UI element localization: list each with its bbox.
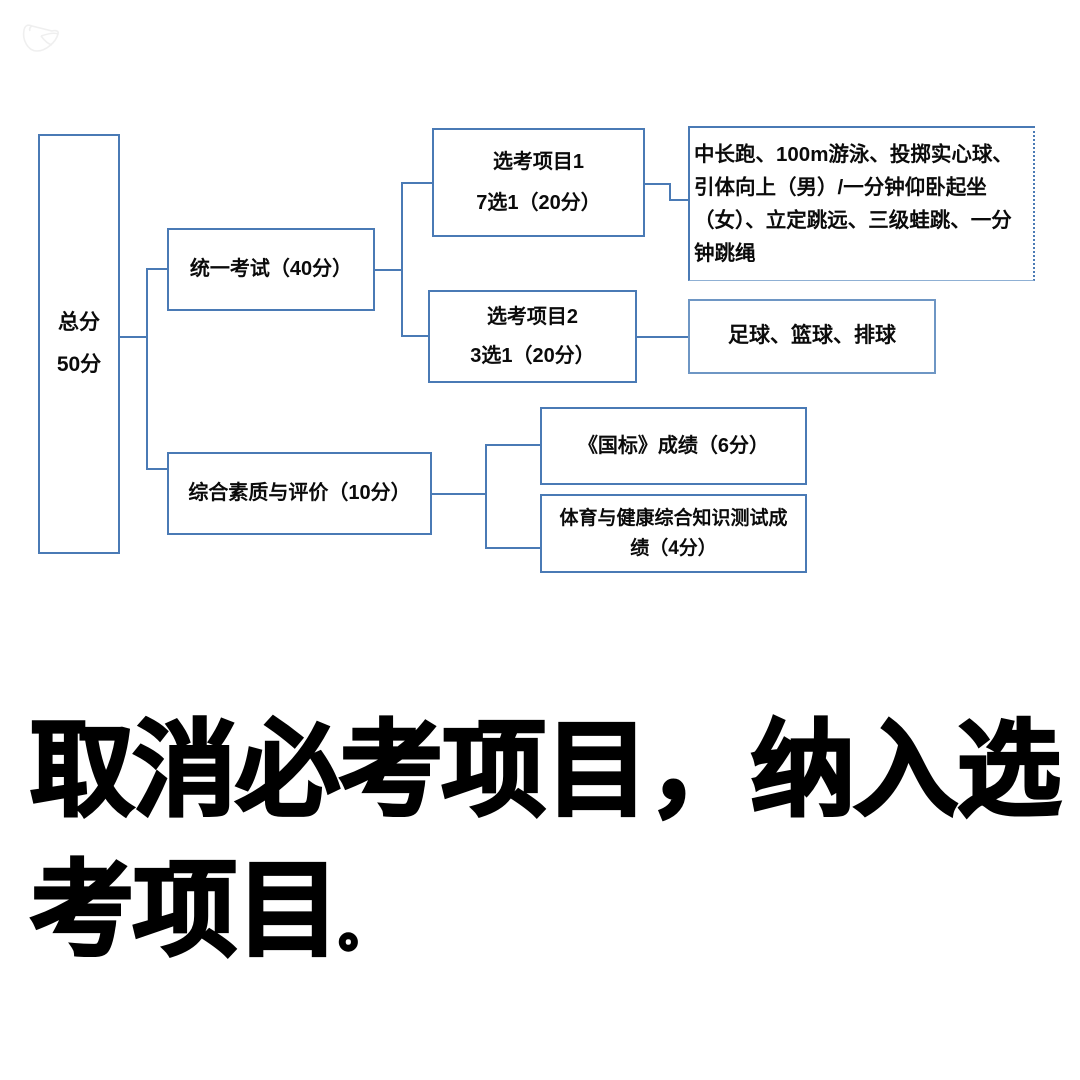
node-elective-2-options-text: 足球、篮球、排球 xyxy=(728,324,896,348)
node-total-score-line2: 50分 xyxy=(56,353,102,376)
node-elective-item-1-title: 选考项目1 xyxy=(492,150,585,173)
node-health-knowledge-test-line1: 体育与健康综合知识测试成 xyxy=(559,508,788,530)
connector-quality-stub xyxy=(432,493,459,495)
headline-period: 。 xyxy=(338,901,389,960)
connector-total-split xyxy=(146,268,148,469)
node-health-knowledge-test[interactable]: 体育与健康综合知识测试成 绩（4分） xyxy=(540,494,807,573)
node-elective-item-2[interactable]: 选考项目2 3选1（20分） xyxy=(428,290,637,383)
node-elective-item-2-title: 选考项目2 xyxy=(486,305,579,328)
node-elective-item-1-detail: 7选1（20分） xyxy=(476,191,601,214)
connector-unified-stub xyxy=(375,269,403,271)
headline-line-2-text: 考项目 xyxy=(28,848,341,973)
headline-line-2: 考项目。 xyxy=(28,840,1050,980)
connector-to-quality xyxy=(146,468,169,470)
headline-line-1: 取消必考项目，纳入选 xyxy=(29,707,1063,832)
node-comprehensive-quality-label: 综合素质与评价（10分） xyxy=(188,482,411,504)
node-health-knowledge-test-line2: 绩（4分） xyxy=(630,537,717,559)
node-elective-1-options-text: 中长跑、100m游泳、投掷实心球、引体向上（男）/一分钟仰卧起坐（女）、立定跳远… xyxy=(694,142,1013,266)
node-unified-exam[interactable]: 统一考试（40分） xyxy=(167,228,375,311)
node-national-standard-score-label: 《国标》成绩（6分） xyxy=(577,434,770,457)
connector-total-stub xyxy=(120,336,148,338)
connector-elective1-drop xyxy=(669,183,671,201)
node-total-score-line1: 总分 xyxy=(58,311,100,334)
connector-quality-split xyxy=(485,444,487,549)
watermark-logo xyxy=(16,18,64,58)
node-unified-exam-label: 统一考试（40分） xyxy=(189,258,353,280)
node-total-score[interactable]: 总分 50分 xyxy=(38,134,120,554)
connector-elective1-stub xyxy=(645,183,671,185)
connector-unified-split xyxy=(401,182,403,337)
connector-to-elective1 xyxy=(401,182,434,184)
node-elective-1-options-list[interactable]: 中长跑、100m游泳、投掷实心球、引体向上（男）/一分钟仰卧起坐（女）、立定跳远… xyxy=(688,126,1035,281)
connector-elective2-to-list2 xyxy=(637,336,690,338)
node-comprehensive-quality[interactable]: 综合素质与评价（10分） xyxy=(167,452,432,535)
score-structure-diagram: 总分 50分 统一考试（40分） 综合素质与评价（10分） 选考项目1 7选1（… xyxy=(38,126,1035,573)
connector-to-knowledge xyxy=(485,547,541,549)
connector-to-gb xyxy=(485,444,541,446)
node-national-standard-score[interactable]: 《国标》成绩（6分） xyxy=(540,407,807,485)
node-elective-item-1[interactable]: 选考项目1 7选1（20分） xyxy=(432,128,645,237)
connector-elective1-to-list1 xyxy=(669,199,690,201)
headline-banner: 取消必考项目，纳入选 考项目。 xyxy=(28,700,1063,981)
connector-to-unified xyxy=(146,268,169,270)
connector-to-elective2 xyxy=(401,335,430,337)
node-elective-item-2-detail: 3选1（20分） xyxy=(470,344,595,367)
connector-quality-mid xyxy=(457,493,487,495)
node-elective-2-options-list[interactable]: 足球、篮球、排球 xyxy=(688,299,936,374)
